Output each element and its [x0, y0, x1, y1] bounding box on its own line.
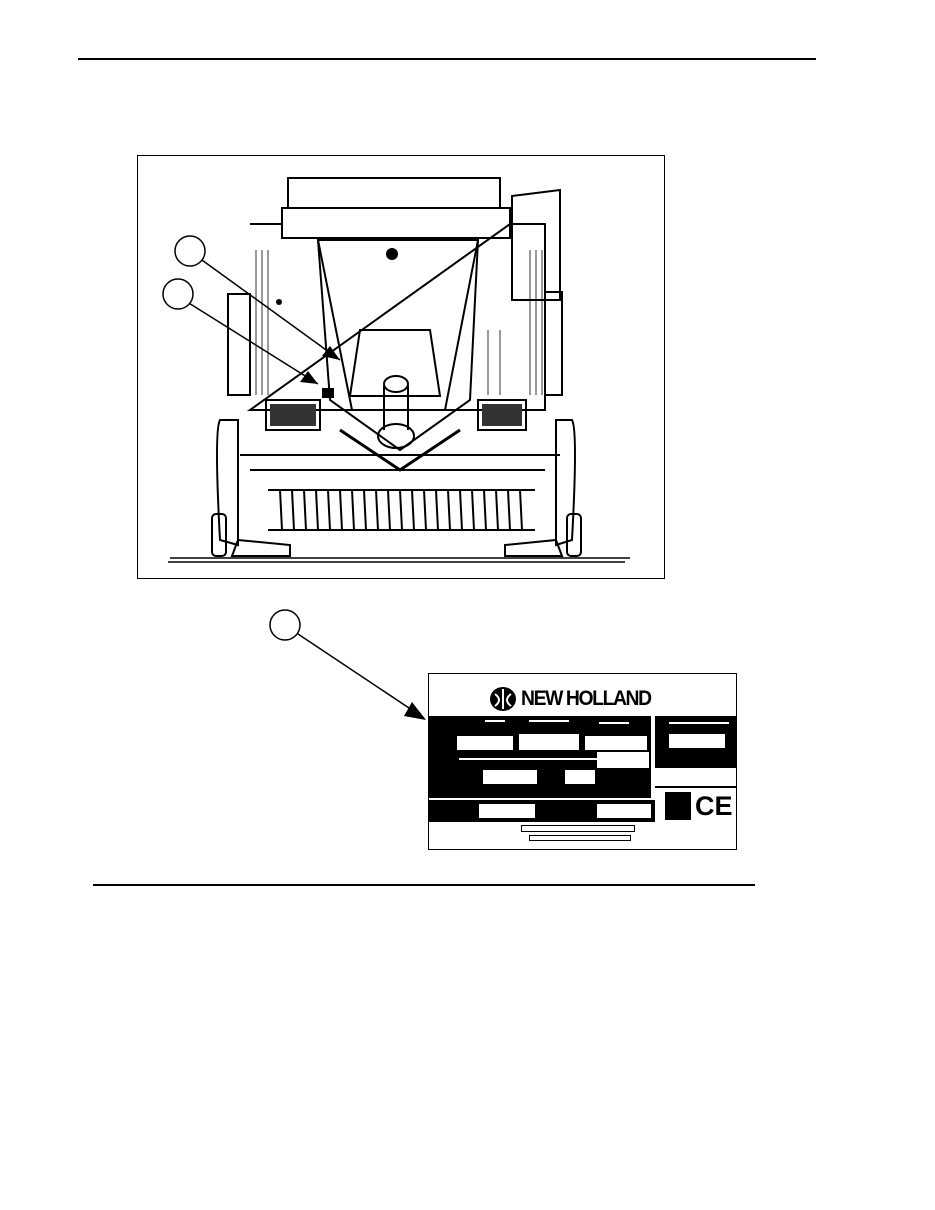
baler-illustration-frame — [137, 155, 665, 579]
plate-approval-box — [665, 792, 691, 820]
footer-rule — [93, 884, 755, 886]
header-rule — [78, 58, 816, 60]
ce-mark: CE — [695, 791, 733, 821]
plate-brand-text: NEW HOLLAND — [521, 687, 652, 710]
plate-field-1 — [457, 736, 513, 750]
plate-field-6 — [565, 770, 595, 784]
plate-field-5 — [597, 752, 649, 768]
plate-label-tick — [459, 758, 599, 760]
plate-label-tick — [669, 722, 729, 724]
plate-divider — [655, 786, 736, 788]
identification-plate: NEW HOLLAND CE — [428, 673, 737, 850]
callout-marker-plate — [269, 609, 301, 641]
callout-arrowhead-plate — [404, 702, 426, 720]
callout-leader-plate — [291, 629, 425, 719]
plate-field-7 — [669, 734, 725, 748]
plate-label-tick — [599, 722, 629, 724]
plate-field-2 — [519, 734, 579, 750]
plate-field-3 — [585, 736, 647, 750]
plate-code-row-2 — [529, 835, 631, 841]
plate-field-serial — [479, 804, 535, 818]
plate-label-tick — [485, 720, 505, 722]
plate-code-row-1 — [521, 825, 635, 832]
plate-brand: NEW HOLLAND — [489, 684, 662, 714]
plate-label-tick — [529, 720, 569, 722]
new-holland-leaf-icon — [490, 687, 516, 711]
plate-field-4 — [483, 770, 537, 784]
plate-field-year — [597, 804, 651, 818]
